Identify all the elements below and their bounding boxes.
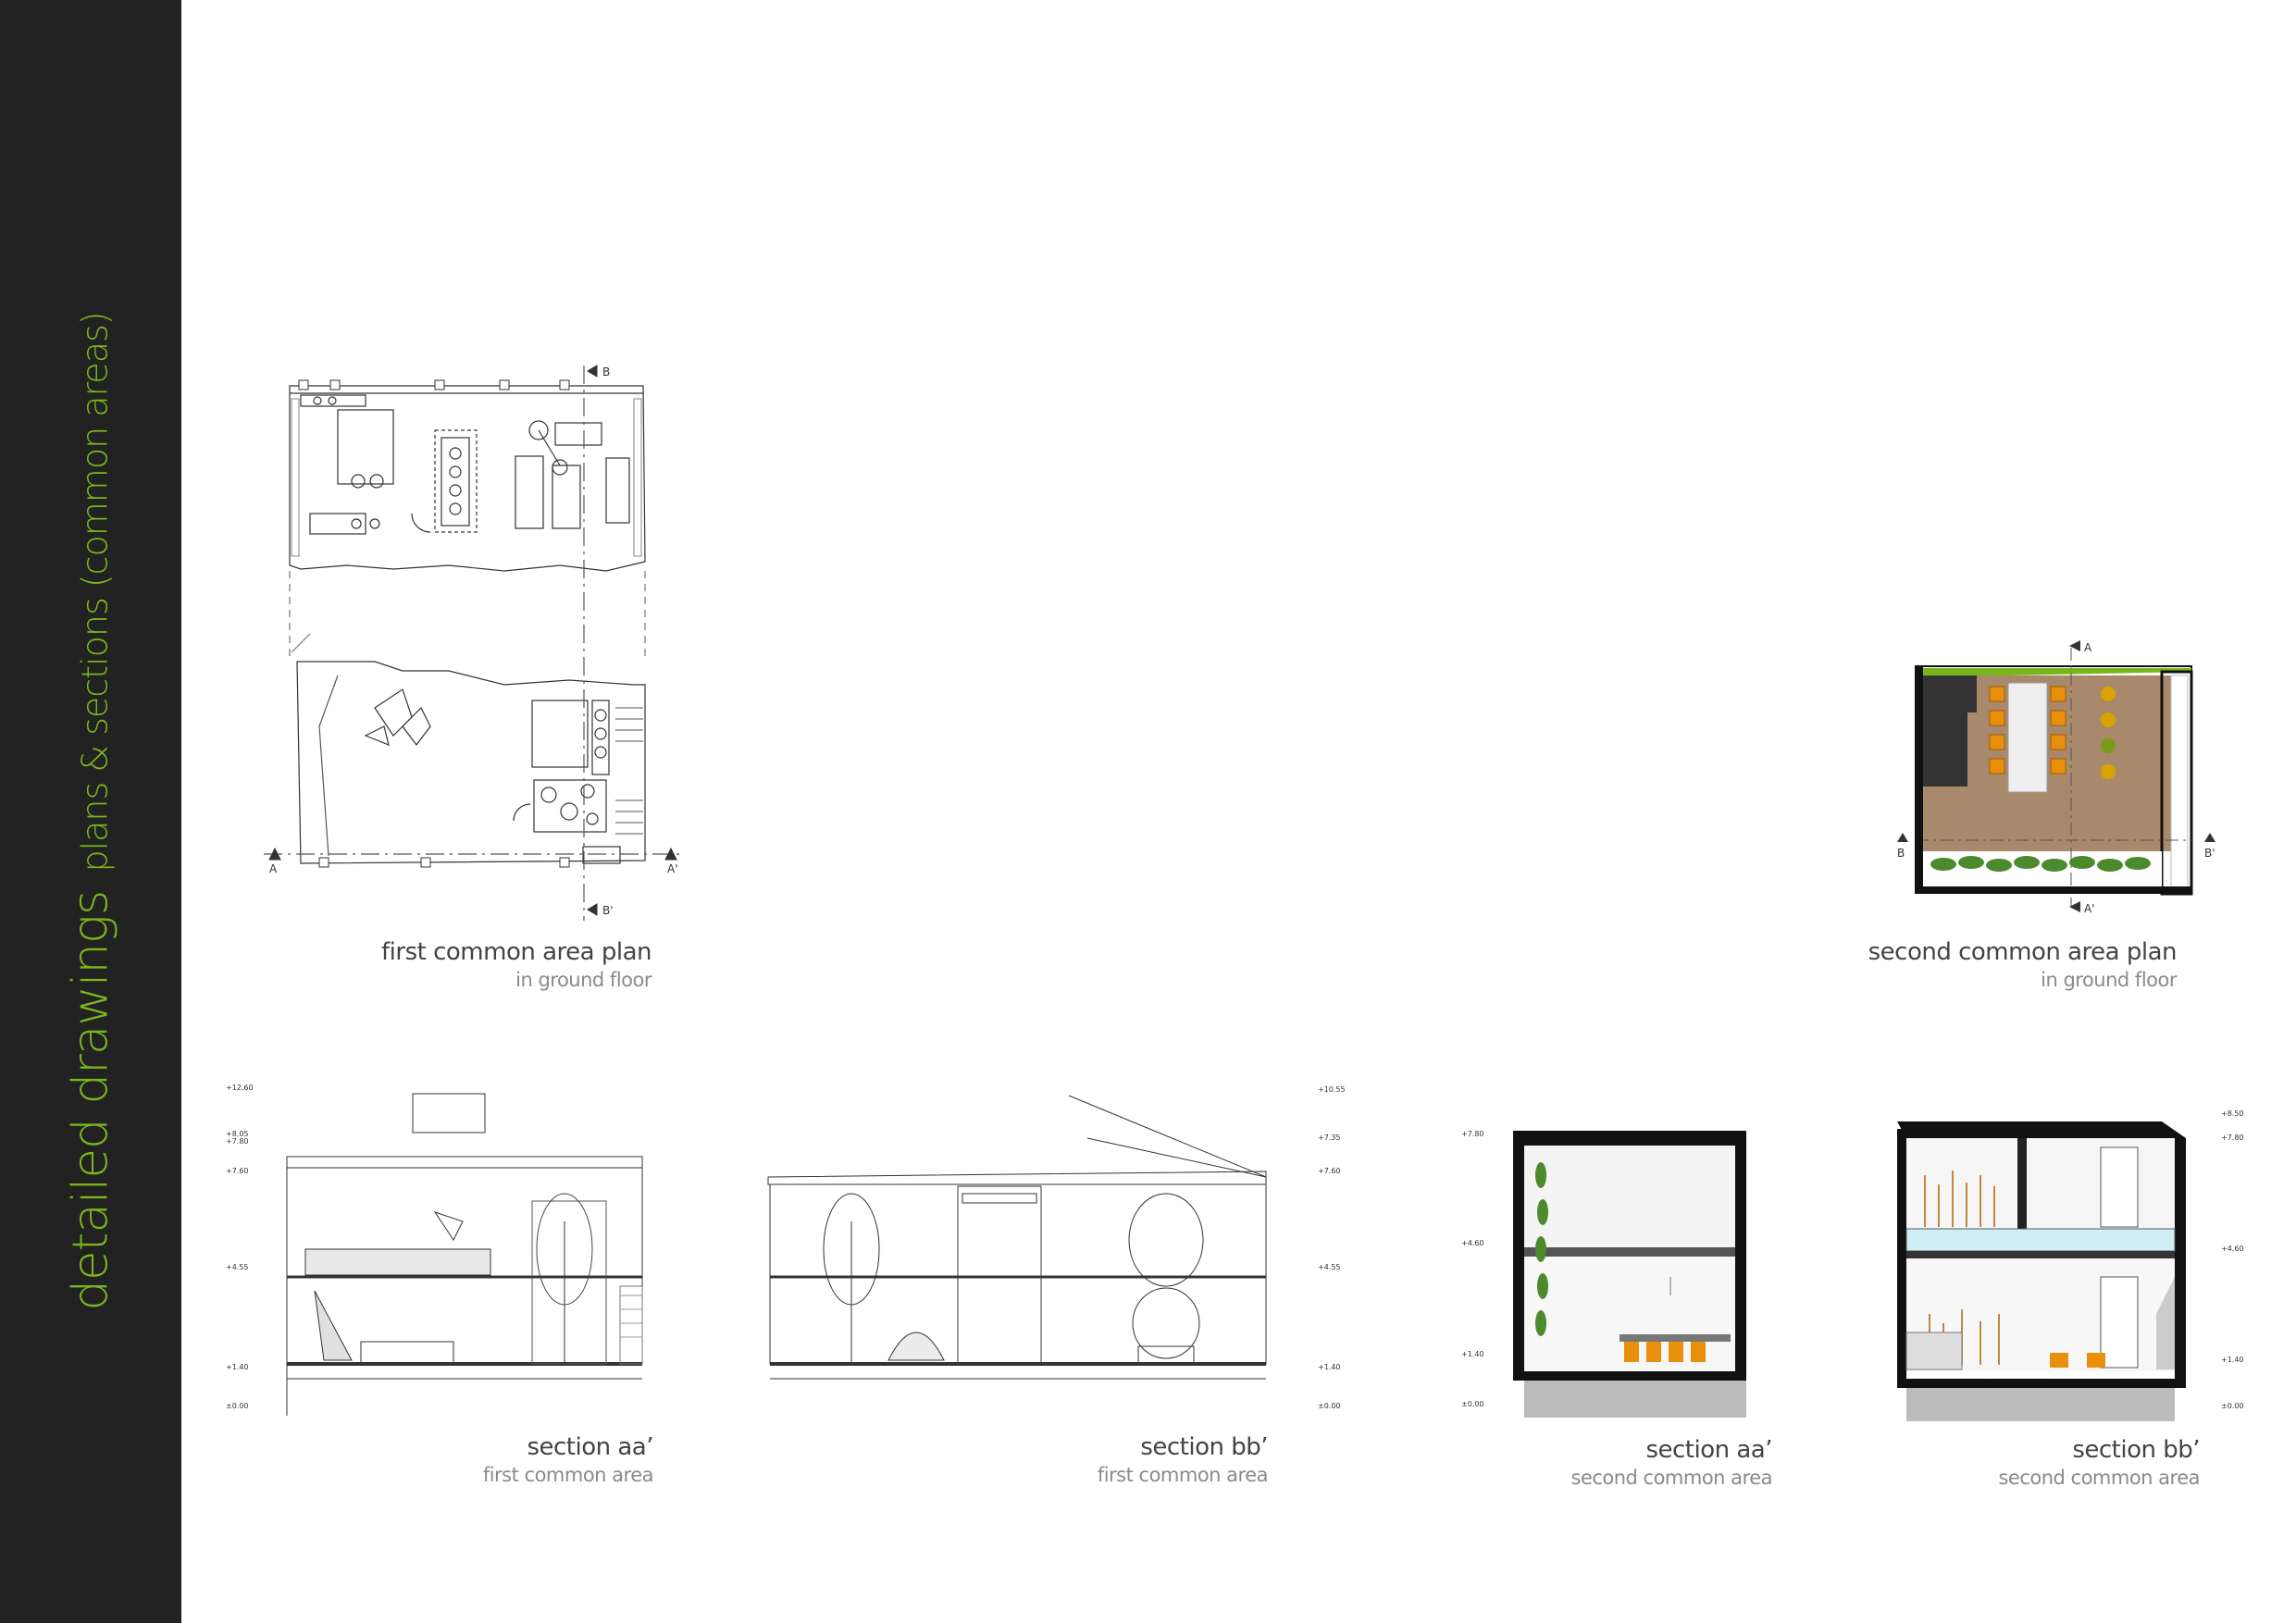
plan2-marker-b-prime: B' (2204, 847, 2215, 860)
caption-title: section aa’ (527, 1433, 653, 1461)
caption-title: section bb’ (1140, 1433, 1268, 1461)
first-common-area-section-aa: +12.60 +8.05 +7.80 +7.60 +4.55 +1.40 ±0.… (226, 1084, 643, 1416)
sec2-caption: section bb’ first common area (1097, 1433, 1269, 1486)
plan1-marker-b-prime: B' (602, 904, 614, 917)
level-label: +7.60 (226, 1167, 249, 1175)
caption-title: second common area plan (1868, 938, 2178, 966)
level-label: +7.60 (1318, 1167, 1341, 1175)
level-label: +1.40 (1318, 1363, 1341, 1371)
plan1-marker-a-prime: A' (667, 862, 678, 875)
second-common-area-section-aa: +7.80 +4.60 +1.40 ±0.00 (1461, 1130, 1746, 1418)
sidebar: detailed drawings plans & sections (commo… (0, 0, 181, 1623)
caption-subtitle: second common area (1998, 1466, 2200, 1489)
page-heading: detailed drawings plans & sections (commo… (63, 312, 119, 1310)
level-label: ±0.00 (1318, 1402, 1341, 1410)
level-label: +1.40 (226, 1363, 249, 1371)
caption-subtitle: first common area (482, 1463, 654, 1486)
plan1-caption: first common area plan in ground floor (381, 939, 652, 991)
page-subtitle: plans & sections (common areas) (74, 312, 116, 873)
level-label: +4.60 (2221, 1245, 2244, 1253)
plan2-marker-b: B (1897, 847, 1905, 860)
plan2-marker-a: A (2084, 641, 2092, 654)
second-common-area-section-bb: +8.50 +7.80 +4.60 +1.40 ±0.00 (1897, 1110, 2244, 1421)
level-label: +8.50 (2221, 1110, 2244, 1118)
level-label: +4.60 (1461, 1239, 1484, 1247)
level-label: ±0.00 (2221, 1402, 2244, 1410)
level-label: ±0.00 (1461, 1400, 1484, 1408)
page-title: detailed drawings (62, 890, 119, 1311)
caption-subtitle: first common area (1097, 1463, 1269, 1486)
level-label: +1.40 (1461, 1350, 1484, 1358)
sec3-caption: section aa’ second common area (1570, 1437, 1772, 1489)
caption-title: section bb’ (2072, 1436, 2200, 1464)
plan1-marker-b: B (602, 365, 610, 378)
sec4-caption: section bb’ second common area (1998, 1437, 2200, 1489)
level-label: ±0.00 (226, 1402, 249, 1410)
level-label: +10.55 (1318, 1085, 1346, 1094)
caption-title: first common area plan (381, 938, 652, 966)
level-label: +8.05 (226, 1130, 249, 1138)
level-label: +4.55 (226, 1263, 249, 1271)
second-common-area-plan-drawing: A B B' A' (1897, 640, 2215, 915)
caption-subtitle: second common area (1570, 1466, 1772, 1489)
caption-title: section aa’ (1645, 1436, 1772, 1464)
level-label: +7.80 (1461, 1130, 1484, 1138)
plan2-caption: second common area plan in ground floor (1868, 938, 2178, 991)
first-common-area-plan-drawing: B A A' B' (264, 365, 680, 921)
plan2-marker-a-prime: A' (2084, 902, 2095, 915)
first-common-area-section-bb: +10.55 +7.35 +7.60 +4.55 +1.40 ±0.00 (767, 1085, 1346, 1410)
level-label: +4.55 (1318, 1263, 1341, 1271)
level-label: +7.80 (226, 1137, 249, 1146)
level-label: +12.60 (226, 1084, 254, 1092)
level-label: +1.40 (2221, 1356, 2244, 1364)
sec1-caption: section aa’ first common area (482, 1433, 654, 1486)
caption-subtitle: in ground floor (515, 968, 652, 991)
plan1-marker-a: A (269, 862, 278, 875)
level-label: +7.35 (1318, 1134, 1341, 1142)
caption-subtitle: in ground floor (2041, 968, 2177, 991)
level-label: +7.80 (2221, 1134, 2244, 1142)
